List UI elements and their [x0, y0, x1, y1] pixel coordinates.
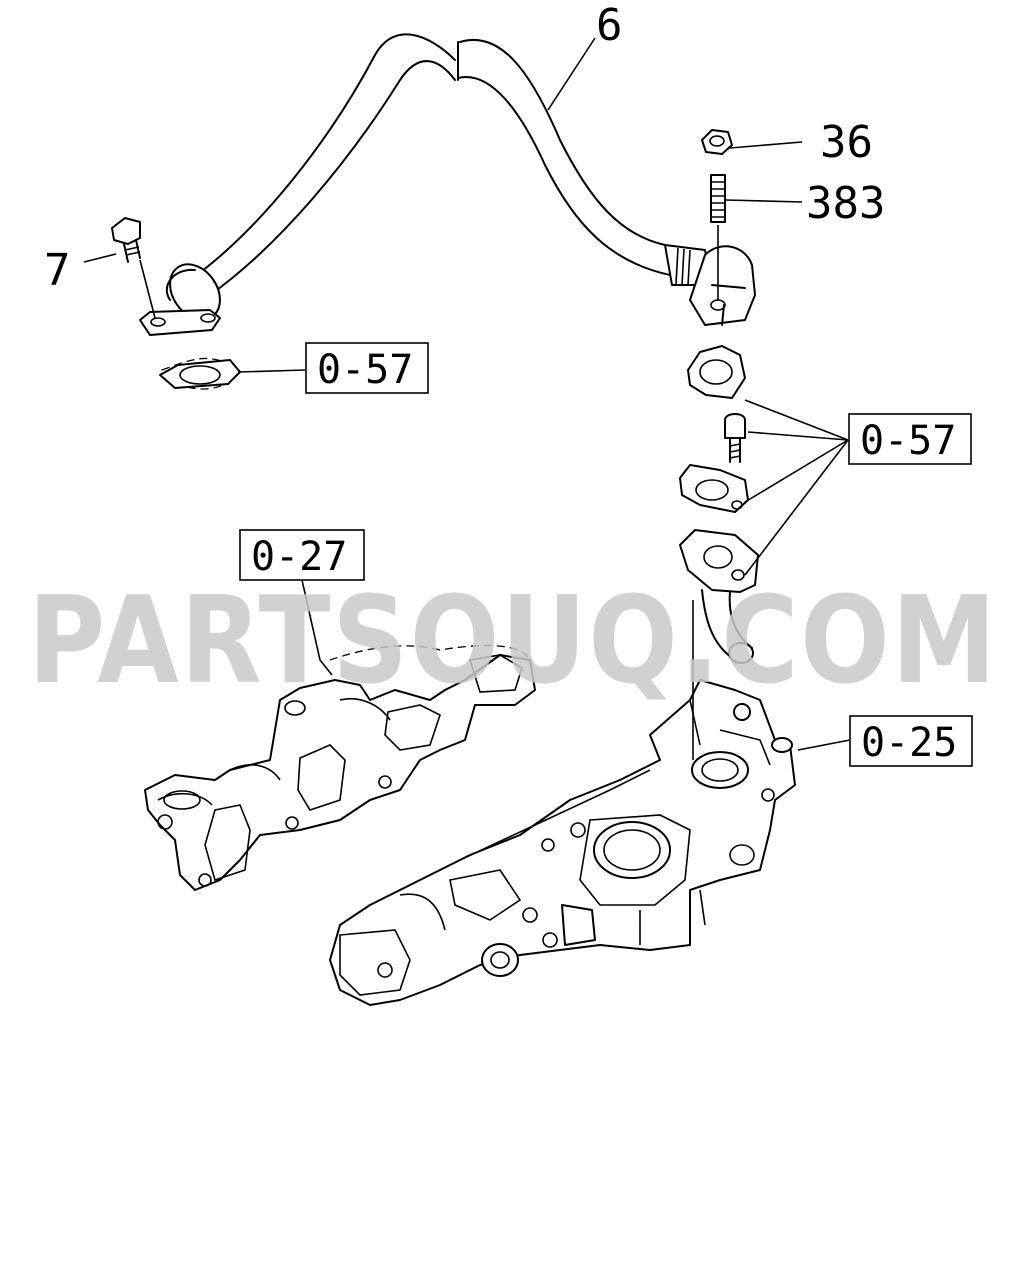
gasket-right-lower[interactable] — [679, 464, 749, 513]
callout-36: 36 — [820, 117, 873, 168]
ref-box-intake-manifold[interactable]: 0-25 — [849, 715, 973, 767]
exhaust-manifold[interactable] — [144, 644, 536, 891]
pipe-right-flange[interactable] — [689, 245, 756, 326]
ref-label-exhaust-manifold: 0-27 — [251, 534, 347, 580]
egr-pipe[interactable] — [189, 33, 713, 296]
egr-adapter[interactable] — [679, 529, 759, 664]
ref-box-exhaust-manifold[interactable]: 0-27 — [239, 529, 365, 581]
ref-label-gasket-left: 0-57 — [317, 347, 413, 393]
leader-lines — [83, 37, 851, 751]
ref-label-gasket-right: 0-57 — [860, 418, 956, 464]
gasket-left[interactable] — [159, 357, 241, 390]
cap-screw[interactable] — [724, 413, 746, 463]
callout-6: 6 — [596, 0, 623, 51]
ref-label-intake-manifold: 0-25 — [861, 720, 957, 766]
gasket-right-upper[interactable] — [687, 345, 746, 399]
bolt-7[interactable] — [111, 217, 156, 319]
callout-7: 7 — [44, 245, 71, 296]
callout-383: 383 — [806, 178, 885, 229]
ref-box-gasket-right[interactable]: 0-57 — [848, 413, 972, 465]
pipe-left-flange[interactable] — [139, 255, 230, 336]
watermark: PARTSOUQ.COM — [28, 572, 998, 711]
ref-box-gasket-left[interactable]: 0-57 — [305, 342, 429, 394]
intake-manifold[interactable] — [329, 679, 796, 1006]
nut-36[interactable] — [701, 129, 733, 155]
stud-383[interactable] — [710, 174, 726, 300]
